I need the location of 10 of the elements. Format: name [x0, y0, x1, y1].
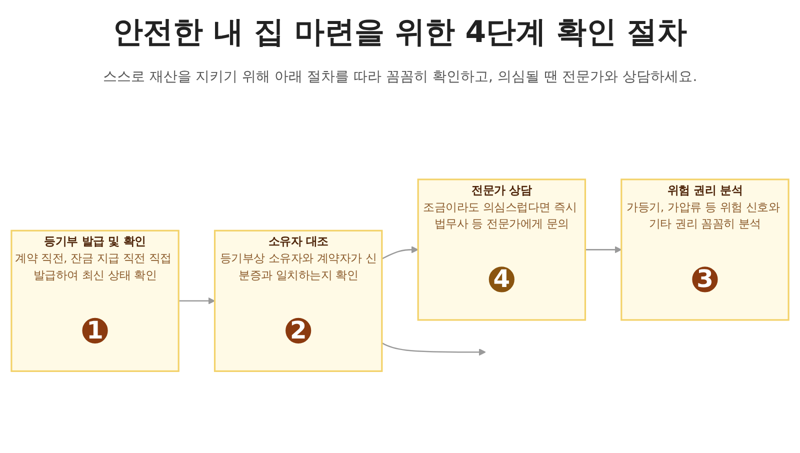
- subtitle: 스스로 재산을 지키기 위해 아래 절차를 따라 꼼꼼히 확인하고, 의심될 땐 전문가와 상담하세요.: [102, 68, 698, 87]
- arrow: [382, 342, 486, 356]
- node-circle: 4: [488, 266, 514, 292]
- title: 안전한 내 집 마련을 위한 4단계 확인 절차: [113, 14, 687, 52]
- arrow: [382, 246, 418, 260]
- node-circle: 3: [692, 266, 718, 292]
- arrow: [585, 246, 622, 253]
- node-circle: 2: [286, 318, 312, 344]
- node-circle: 1: [82, 318, 108, 344]
- arrow: [178, 297, 216, 304]
